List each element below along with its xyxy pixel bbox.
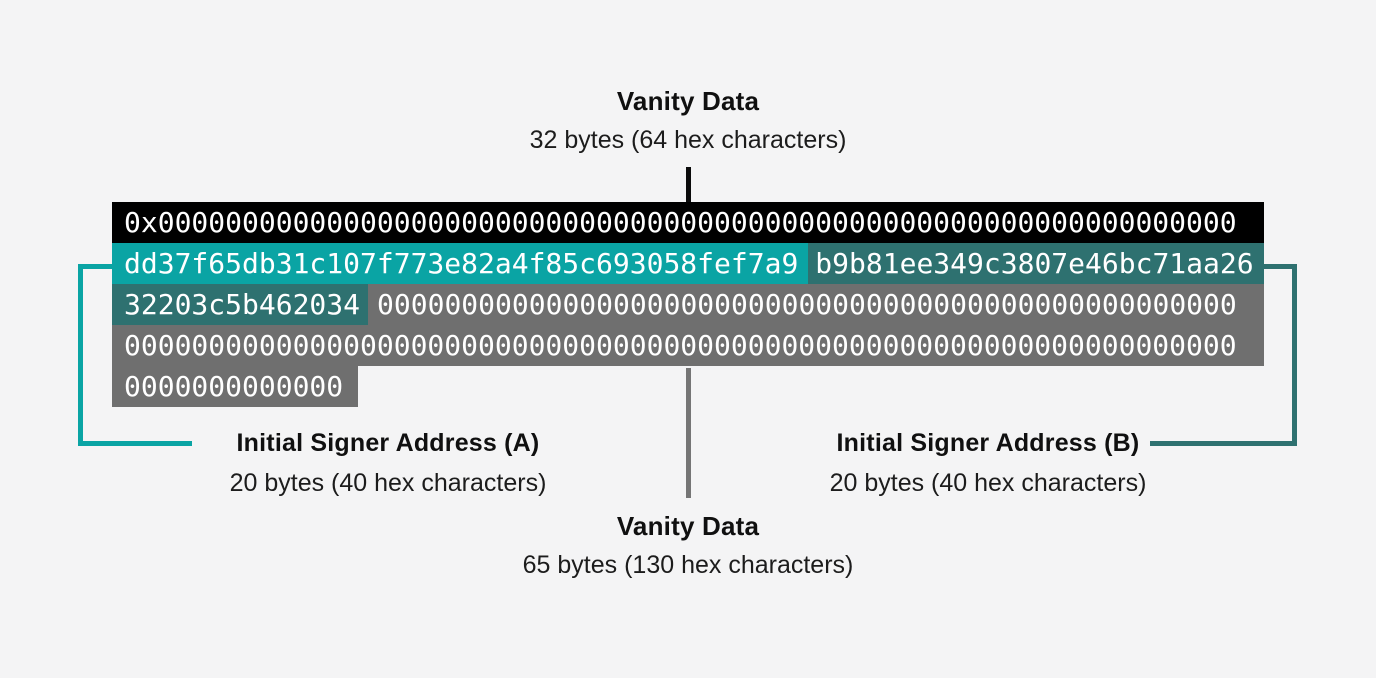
signer-b-segment-part2: 32203c5b462034	[112, 284, 369, 325]
signer-a-title: Initial Signer Address (A)	[236, 429, 540, 457]
bottom-vanity-data-subtitle: 65 bytes (130 hex characters)	[522, 551, 854, 579]
vanity-zeros-segment-2: 0000000000000000000000000000000000000000…	[112, 325, 1264, 366]
bottom-connector-line	[686, 368, 691, 498]
hex-row-prefix: 0x00000000000000000000000000000000000000…	[112, 202, 1264, 243]
signer-a-bracket-side	[78, 264, 83, 446]
signer-b-title: Initial Signer Address (B)	[836, 429, 1140, 457]
prefix-zero-bytes-segment: 0x00000000000000000000000000000000000000…	[112, 202, 1264, 243]
signer-a-segment: dd37f65db31c107f773e82a4f85c693058fef7a9	[112, 243, 809, 284]
top-connector-line	[686, 167, 691, 202]
hex-row-signers-1: dd37f65db31c107f773e82a4f85c693058fef7a9…	[112, 243, 1264, 284]
hex-row-zeros-tail: 0000000000000	[112, 366, 1264, 407]
hex-row-signers-2: 32203c5b462034 0000000000000000000000000…	[112, 284, 1264, 325]
signer-b-subtitle: 20 bytes (40 hex characters)	[829, 469, 1147, 497]
hex-data-block: 0x00000000000000000000000000000000000000…	[112, 202, 1264, 407]
signer-a-subtitle: 20 bytes (40 hex characters)	[229, 469, 547, 497]
signer-a-bracket-bottom	[78, 441, 192, 446]
signer-b-bracket-top	[1264, 264, 1297, 269]
signer-b-segment-part1: b9b81ee349c3807e46bc71aa26	[808, 243, 1264, 284]
signer-a-bracket-top	[78, 264, 112, 269]
top-vanity-data-title: Vanity Data	[616, 86, 760, 116]
bottom-vanity-data-title: Vanity Data	[616, 511, 760, 541]
vanity-zeros-segment-1: 0000000000000000000000000000000000000000…	[368, 284, 1264, 325]
top-vanity-data-subtitle: 32 bytes (64 hex characters)	[529, 126, 847, 154]
signer-b-bracket-bottom	[1150, 441, 1297, 446]
signer-b-bracket-side	[1292, 264, 1297, 446]
vanity-zeros-segment-3: 0000000000000	[112, 366, 359, 407]
hex-row-zeros: 0000000000000000000000000000000000000000…	[112, 325, 1264, 366]
